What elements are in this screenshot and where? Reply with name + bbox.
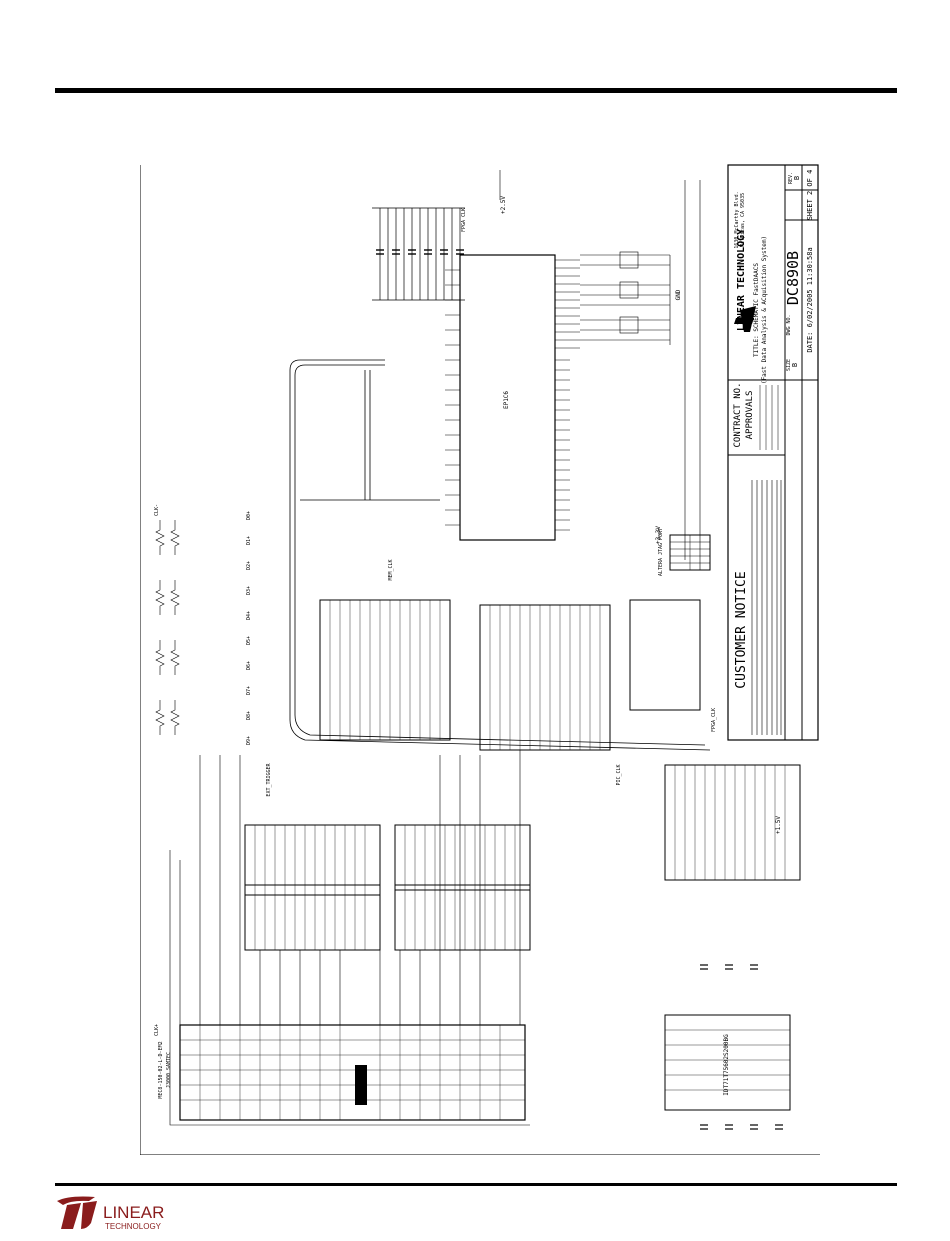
title-block: CUSTOMER NOTICE CONTRACT NO. APPROVALS L…	[727, 164, 819, 741]
fpga-part-label: EP1C6	[503, 391, 510, 409]
fpga-clk-label: FPGA CLK	[461, 208, 467, 232]
approvals-label: APPROVALS	[745, 391, 755, 440]
net-label-d8: D8+	[246, 711, 252, 720]
ram-part-label: IDT71T75602S200BG	[723, 1034, 730, 1096]
net-label-clk-minus: CLK-	[154, 504, 160, 516]
linear-technology-logo: LINEAR TECHNOLOGY	[57, 1196, 164, 1231]
net-label-clk-plus: CLK+	[154, 1024, 160, 1036]
net-label-ext-trigger: EXT_TRIGGER	[266, 762, 272, 796]
net-label-d2: D2+	[246, 561, 252, 570]
net-label-d7: D7+	[246, 686, 252, 695]
lower-routing	[169, 749, 530, 1126]
data-bus-lines	[289, 359, 711, 751]
ram-block	[664, 764, 801, 1111]
ram-decoupling-caps	[700, 964, 783, 1130]
connector-ref-label: J3000 SAMTEC	[166, 1052, 172, 1088]
subtitle-text: (Fast Data Analysis & ACquisition System…	[761, 236, 768, 384]
lower-ic-group	[244, 824, 531, 951]
logo-subtext: TECHNOLOGY	[105, 1222, 162, 1231]
address-line-2: Milpitas, CA 95035	[740, 193, 746, 247]
customer-notice-heading: CUSTOMER NOTICE	[734, 571, 749, 688]
supply-label-2v5: +2.5V	[500, 196, 507, 214]
net-label-d1: D1+	[246, 536, 252, 545]
data-bus-labels: D0+ D1+ D2+ D3+ D4+ D5+ D6+ D7+ D8+ D9+	[246, 511, 252, 745]
date-text: DATE: 6/02/2005 11:30:58a	[806, 247, 814, 352]
net-label-d9: D9+	[246, 736, 252, 745]
supply-label-gnd: GND	[675, 289, 682, 300]
size-label: SIZE	[786, 359, 792, 371]
net-label-pic-clk: PIC_CLK	[616, 764, 622, 785]
title-text: TITLE: SCHEMATIC FastDAACS	[753, 263, 760, 357]
company-name: LINEAR TECHNOLOGY	[736, 229, 747, 331]
fpga-bank-middle	[319, 599, 701, 751]
decoupling-capacitor-bank	[372, 207, 465, 301]
rev-label: REV.	[788, 172, 794, 184]
logo-wordmark: LINEAR	[103, 1203, 164, 1222]
sheet-text: SHEET 2 OF 4	[806, 170, 814, 221]
jtag-header-label: ALTERA JTAG PORT	[658, 528, 664, 576]
net-label-d6: D6+	[246, 661, 252, 670]
dwg-value: DC890B	[784, 251, 802, 305]
title-block-logo-icon	[734, 306, 756, 332]
supply-label-3v3: +3.3V	[655, 526, 662, 544]
fpga-block	[445, 254, 580, 541]
lt-logo-icon	[57, 1196, 97, 1229]
footer-rule	[55, 1183, 897, 1186]
net-label-d3: D3+	[246, 586, 252, 595]
supply-label-1v5: +1.5V	[775, 816, 782, 834]
data-bus-termination-resistors	[155, 520, 180, 735]
dwg-label: DWG NO.	[786, 314, 792, 335]
header-rule	[55, 88, 897, 93]
net-label-d5: D5+	[246, 636, 252, 645]
clock-input-network	[499, 170, 701, 570]
connector-part-label: MEC8-150-02-L-D-EM2	[158, 1041, 164, 1098]
address-line-1: 1630 McCarthy Blvd.	[734, 191, 740, 248]
samtec-connector	[179, 1024, 526, 1121]
net-label-d0: D0+	[246, 511, 252, 520]
rev-value: B	[793, 176, 801, 180]
jtag-header	[669, 534, 711, 571]
schematic-drawing: CUSTOMER NOTICE CONTRACT NO. APPROVALS L…	[140, 164, 820, 1155]
size-value: B	[791, 363, 799, 367]
contract-label: CONTRACT NO.	[733, 382, 743, 447]
net-label-d4: D4+	[246, 611, 252, 620]
net-label-mem-clk: MEM_CLK	[388, 559, 394, 580]
net-label-fpga-clk: FPGA_CLK	[711, 708, 717, 732]
